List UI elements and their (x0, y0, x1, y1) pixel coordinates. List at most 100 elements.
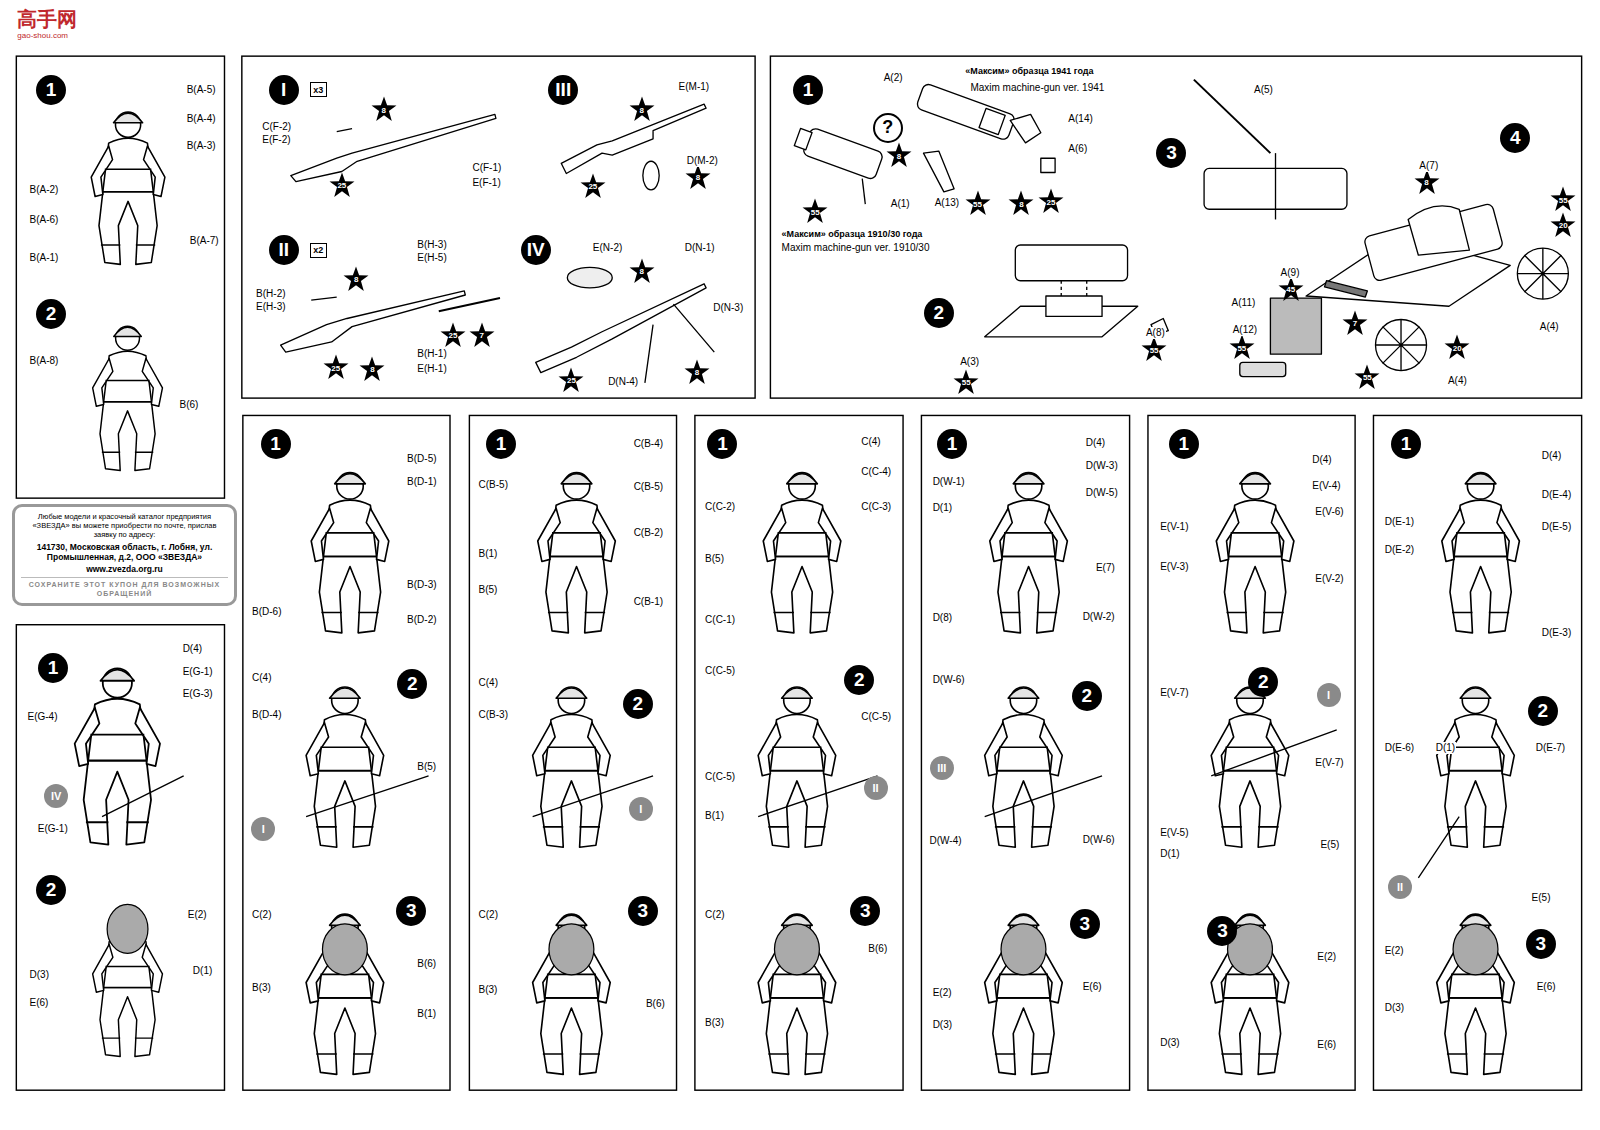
part-label: E(G-1) (182, 666, 214, 678)
star-badge: 8 (343, 266, 369, 292)
callout-number: 8 (695, 368, 699, 377)
part-label: B(3) (478, 984, 499, 996)
callout-number: 8 (640, 267, 644, 276)
star-badge: 7 (1342, 310, 1368, 336)
step-number: II (269, 235, 299, 265)
callout-number: 2 (46, 303, 57, 325)
part-label: C(C-2) (704, 501, 736, 513)
callout-number: 8 (370, 365, 374, 374)
callout-number: II (872, 782, 878, 794)
callout-number: 7 (479, 331, 483, 340)
part-label: B(A-8) (29, 355, 60, 367)
part-label: B(D-2) (406, 614, 437, 626)
callout-number: I (639, 803, 642, 815)
callout-number: 8 (1424, 178, 1428, 187)
part-label: E(6) (29, 997, 50, 1009)
part-label: D(M-2) (686, 155, 719, 167)
part-label: C(B-4) (633, 438, 664, 450)
part-label: A(5) (1253, 84, 1274, 96)
part-label: C(4) (478, 677, 499, 689)
part-label: B(5) (704, 553, 725, 565)
part-label: A(3) (959, 356, 980, 368)
part-label: E(2) (187, 909, 208, 921)
model-heading: «Максим» образца 1941 года (964, 65, 1094, 77)
star-badge: 55 (1550, 186, 1576, 212)
part-label: E(7) (1095, 562, 1116, 574)
part-label: E(V-7) (1159, 687, 1189, 699)
callout-number: 1 (48, 657, 59, 679)
callout-number: 7 (1353, 319, 1357, 328)
star-badge: 8 (886, 142, 912, 168)
part-label: E(V-4) (1311, 480, 1341, 492)
star-badge: 45 (1278, 276, 1304, 302)
part-label: B(D-5) (406, 453, 437, 465)
part-label: C(C-5) (704, 665, 736, 677)
star-badge: 25 (329, 172, 355, 198)
star-badge: 20 (1550, 212, 1576, 238)
star-badge: 8 (359, 356, 385, 382)
step-number: 3 (628, 896, 658, 926)
part-label: B(5) (416, 761, 437, 773)
callout-number: 45 (1286, 285, 1295, 294)
model-subheading: Maxim machine-gun ver. 1941 (969, 82, 1105, 94)
part-label: E(5) (1319, 839, 1340, 851)
callout-number: 55 (973, 200, 982, 209)
part-label: B(3) (251, 982, 272, 994)
step-number: 4 (1500, 123, 1530, 153)
step-number: 1 (36, 75, 66, 105)
weapon-reference: IV (44, 784, 68, 808)
callout-number: 55 (1559, 196, 1568, 205)
part-label: B(D-4) (251, 709, 282, 721)
part-label: D(W-1) (932, 476, 966, 488)
callout-number: 3 (406, 900, 417, 922)
panel-frames (16, 56, 1581, 1090)
part-label: E(V-2) (1314, 573, 1344, 585)
callout-number: 1 (46, 79, 57, 101)
callout-number: 2 (1538, 700, 1549, 722)
star-badge: 8 (629, 258, 655, 284)
callout-number: IV (527, 239, 545, 261)
coupon-text: www.zvezda.org.ru (21, 564, 227, 574)
part-label: E(6) (1536, 981, 1557, 993)
part-label: A(8) (1145, 327, 1166, 339)
star-badge: 25 (440, 322, 466, 348)
part-label: D(W-6) (932, 674, 966, 686)
part-label: D(E-7) (1535, 742, 1566, 754)
callout-number: 55 (811, 208, 820, 217)
part-label: D(W-6) (1082, 834, 1116, 846)
callout-number: I (281, 79, 286, 101)
part-label: E(H-1) (416, 363, 447, 375)
part-label: A(9) (1280, 267, 1301, 279)
coupon-box: Любые модели и красочный каталог предпри… (12, 504, 236, 606)
part-label: C(C-4) (860, 466, 892, 478)
part-label: E(V-7) (1314, 757, 1344, 769)
callout-number: 2 (1081, 685, 1092, 707)
part-label: D(N-1) (684, 242, 716, 254)
step-number: 2 (924, 298, 954, 328)
callout-number: 25 (567, 376, 576, 385)
part-label: B(D-6) (251, 606, 282, 618)
callout-number: 25 (449, 331, 458, 340)
part-label: D(4) (182, 643, 203, 655)
part-label: C(2) (478, 909, 499, 921)
part-label: C(B-2) (633, 527, 664, 539)
part-label: D(3) (1384, 1002, 1405, 1014)
callout-number: 3 (1217, 920, 1228, 942)
part-label: C(4) (251, 672, 272, 684)
step-number: 3 (1070, 909, 1100, 939)
part-label: C(C-5) (860, 711, 892, 723)
star-badge: 25 (323, 354, 349, 380)
step-number: 2 (1528, 696, 1558, 726)
part-label: B(1) (704, 810, 725, 822)
callout-number: x2 (313, 245, 323, 255)
star-badge: 55 (802, 198, 828, 224)
part-label: B(A-5) (186, 84, 217, 96)
step-number: 1 (38, 653, 68, 683)
callout-number: 4 (1510, 127, 1521, 149)
step-number: 3 (1526, 929, 1556, 959)
star-badge: 25 (580, 173, 606, 199)
star-badge: 55 (1141, 336, 1167, 362)
part-label: A(13) (934, 197, 960, 209)
part-label: E(G-1) (37, 823, 69, 835)
